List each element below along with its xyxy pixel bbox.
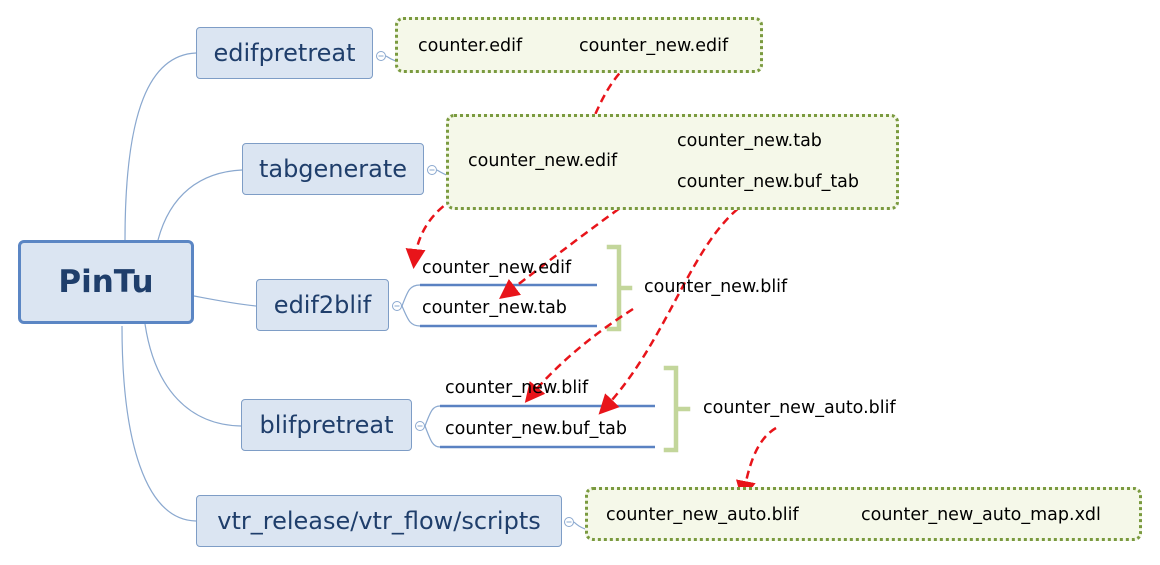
braces [606,244,691,453]
branch-line-tabgenerate [157,169,243,241]
leaf-edif2blif-input-tab[interactable]: counter_new.tab [422,298,567,318]
brace-blifpretreat [663,365,691,453]
root-label: PinTu [58,264,154,300]
group-vtr [585,487,1142,541]
brace-edif2blif [606,244,633,332]
leaf-counter-edif[interactable]: counter.edif [418,36,523,56]
leaf-edif2blif-input-edif[interactable]: counter_new.edif [422,258,572,278]
branch-line-edifpretreat [124,52,197,241]
arrow-buftab-to-blifpretreat [598,199,749,415]
root-branches [121,52,257,522]
node-edifpretreat[interactable]: edifpretreat [196,27,373,79]
node-label: tabgenerate [258,155,408,183]
leaf-counter-new-edif[interactable]: counter_new.edif [579,36,729,56]
leaf-blifpretreat-input-blif[interactable]: counter_new.blif [445,378,589,398]
leaf-vtr-output[interactable]: counter_new_auto_map.xdl [861,505,1101,525]
node-label: blifpretreat [259,411,394,439]
node-label: edif2blif [273,291,372,319]
group-tabgenerate [446,114,899,210]
node-blifpretreat[interactable]: blifpretreat [241,399,412,451]
node-label: edifpretreat [213,39,356,67]
arrow-tab-to-edif2blif [499,157,696,300]
root-node[interactable]: PinTu [18,240,194,324]
leaf-blifpretreat-output[interactable]: counter_new_auto.blif [703,398,896,418]
leaf-edif2blif-output[interactable]: counter_new.blif [644,277,788,297]
node-label: vtr_release/vtr_flow/scripts [217,507,541,535]
leaf-tabgen-input[interactable]: counter_new.edif [468,151,618,171]
group-edifpretreat [395,17,763,73]
arrow-autoblif-to-vtr [736,426,777,501]
arrow-blif-to-blifpretreat [524,307,634,403]
leaf-tabgen-output-tab[interactable]: counter_new.tab [677,131,822,151]
leaf-vtr-input[interactable]: counter_new_auto.blif [606,505,799,525]
node-vtr-scripts[interactable]: vtr_release/vtr_flow/scripts [196,495,562,547]
branch-line-edif2blif [193,295,257,307]
branch-line-vtr [121,325,197,522]
leaf-tabgen-output-buftab[interactable]: counter_new.buf_tab [677,172,860,192]
branch-line-blifpretreat [144,323,242,427]
node-tabgenerate[interactable]: tabgenerate [242,143,424,195]
leaf-blifpretreat-input-buftab[interactable]: counter_new.buf_tab [445,419,628,439]
node-edif2blif[interactable]: edif2blif [256,279,389,331]
